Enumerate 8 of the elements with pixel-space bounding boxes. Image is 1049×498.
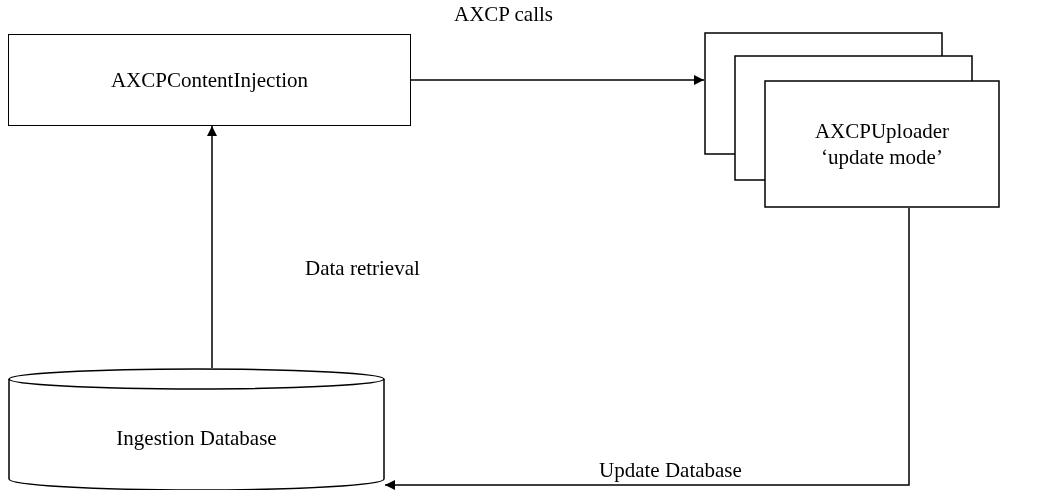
process-box — [8, 34, 411, 126]
node-label: AXCPUploader ‘update mode’ — [813, 117, 951, 171]
node-label: AXCPContentInjection — [110, 66, 309, 94]
arrow — [207, 125, 217, 369]
arrow — [384, 207, 910, 490]
stacked-boxes — [704, 32, 1000, 208]
node-label: Ingestion Database — [116, 424, 277, 452]
arrow — [410, 75, 705, 85]
